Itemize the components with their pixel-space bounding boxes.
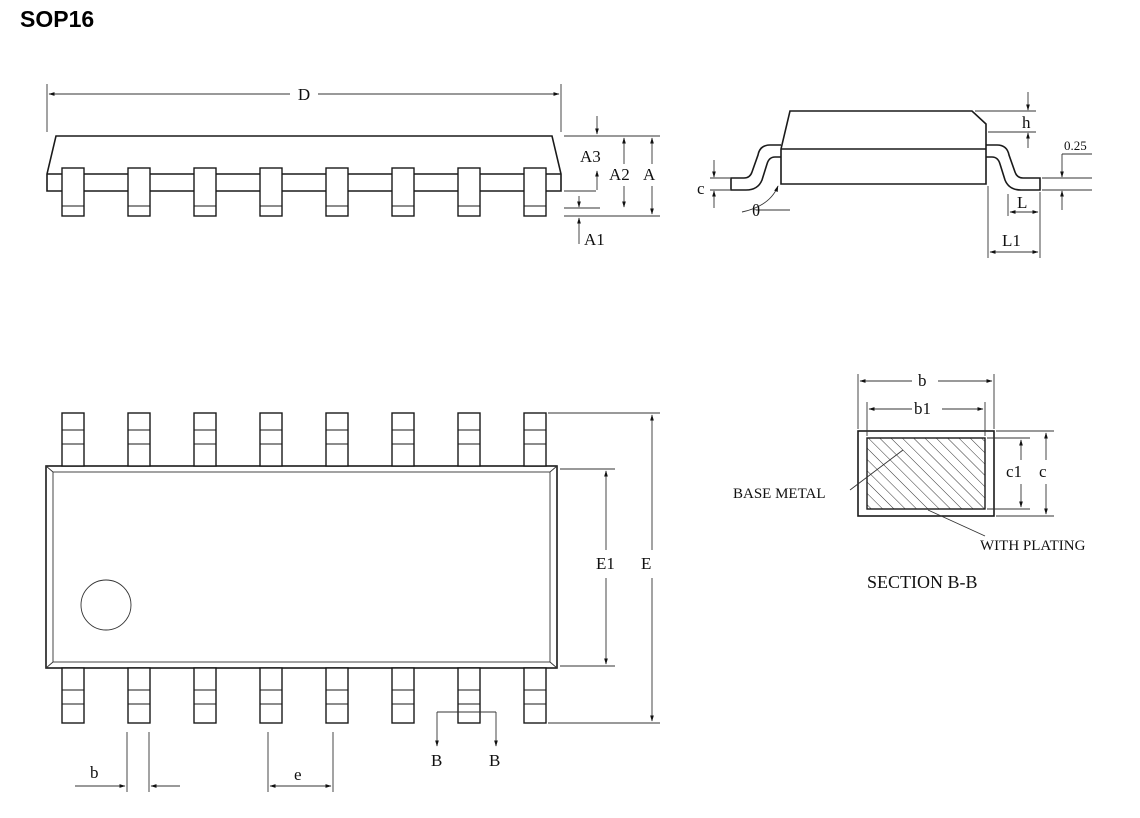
top-body-inner-edge: [52, 471, 551, 663]
section-bb: b b1 c1 c BASE METAL WITH PLATING SECTIO…: [733, 371, 1086, 592]
dim-e-label: e: [294, 765, 302, 784]
pin1-indicator: [80, 579, 132, 631]
side-lead: [391, 167, 415, 217]
dim-theta-arc: [741, 185, 779, 213]
dim-sec-c-label: c: [1039, 462, 1047, 481]
side-lead: [325, 167, 349, 217]
top-lead-upper: [325, 412, 349, 467]
top-body-bevel-tr: [549, 465, 558, 473]
top-lead-lower: [193, 667, 217, 724]
side-lead: [523, 167, 547, 217]
dim-L-label: L: [1017, 193, 1027, 212]
with-plating-label: WITH PLATING: [980, 538, 1086, 554]
top-lead-upper: [391, 412, 415, 467]
section-plating-outline: [857, 430, 995, 517]
side-leads: [61, 167, 547, 217]
top-lead-lower: [61, 667, 85, 724]
section-base-metal: [866, 437, 986, 510]
top-body-outline: [45, 465, 558, 669]
dim-E-label: E: [641, 554, 651, 573]
section-caption: SECTION B-B: [867, 572, 978, 592]
dim-A-label: A: [643, 165, 656, 184]
side-lead: [127, 167, 151, 217]
base-metal-label: BASE METAL: [733, 486, 826, 502]
top-lead-lower: [325, 667, 349, 724]
dim-sec-b1-label: b1: [914, 399, 931, 418]
end-lead-right: [986, 144, 1041, 191]
top-lead-lower: [127, 667, 151, 724]
dim-sec-b-label: b: [918, 371, 927, 390]
top-lead-upper: [259, 412, 283, 467]
top-lead-lower: [391, 667, 415, 724]
dim-sec-c1-label: c1: [1006, 462, 1022, 481]
dim-A1-label: A1: [584, 230, 605, 249]
top-lead-lower: [259, 667, 283, 724]
top-lead-upper: [457, 412, 481, 467]
dim-L1-label: L1: [1002, 231, 1021, 250]
section-B-left-label: B: [431, 751, 442, 770]
top-lead-upper: [61, 412, 85, 467]
dim-c-label: c: [697, 179, 705, 198]
end-view: h 0.25 c θ L L1: [697, 92, 1092, 258]
side-lead: [457, 167, 481, 217]
top-lead-lower: [523, 667, 547, 724]
end-lead-left: [730, 144, 781, 191]
side-body-outline: [46, 135, 562, 192]
with-plating-leader: [927, 509, 986, 537]
top-lead-upper: [523, 412, 547, 467]
top-body-bevel-br: [549, 661, 558, 669]
top-body-bevel-tl: [45, 465, 54, 473]
side-view: D A3 A2 A A1: [46, 84, 660, 249]
dim-025-label: 0.25: [1064, 138, 1087, 153]
dim-b-label: b: [90, 763, 99, 782]
top-lead-upper: [193, 412, 217, 467]
end-body-outline: [780, 110, 987, 185]
top-lead-upper: [127, 412, 151, 467]
side-lead: [193, 167, 217, 217]
dim-A2-label: A2: [609, 165, 630, 184]
page-title: SOP16: [20, 6, 95, 32]
top-lead-lower: [457, 667, 481, 724]
dim-h-label: h: [1022, 113, 1031, 132]
dim-E1-label: E1: [596, 554, 615, 573]
top-leads: [61, 412, 547, 724]
side-lead: [61, 167, 85, 217]
top-body-bevel-bl: [45, 661, 54, 669]
section-B-right-label: B: [489, 751, 500, 770]
side-lead: [259, 167, 283, 217]
top-view: E1 E b e B B: [45, 412, 660, 792]
base-metal-leader: [849, 449, 904, 491]
dim-A3-label: A3: [580, 147, 601, 166]
dim-theta-label: θ: [752, 201, 760, 220]
dim-D-label: D: [298, 85, 310, 104]
